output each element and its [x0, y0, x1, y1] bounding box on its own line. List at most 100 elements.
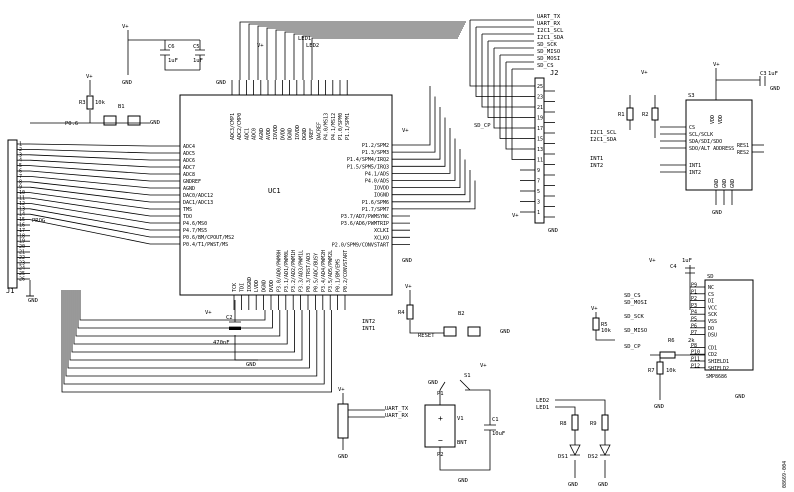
j2-pin-number: 23 [537, 95, 543, 101]
j1-route-wire [29, 143, 151, 147]
v1-ref: V1 [457, 416, 464, 422]
led1-gnd: GND [568, 482, 578, 488]
uc1-top-pin-label: IOVDD [273, 125, 279, 140]
r4-vplus: V+ [405, 284, 412, 290]
r7-value: 10k [666, 368, 677, 374]
c4-value: 1uF [682, 258, 692, 264]
uc1-top-pin-label: VREF [309, 128, 315, 140]
s3-left-pin-label: CS [689, 125, 695, 131]
uc1-left-pin-label: DAC1/ADC13 [183, 200, 213, 206]
uc1-bottom-pin-label: P3.3/AD3/PWM1L [299, 250, 305, 292]
r3-wires [30, 80, 150, 124]
sd-pin-label: SHIELD2 [708, 366, 729, 372]
uart-header [337, 403, 349, 439]
s3-power-wires [715, 68, 761, 100]
decoupling-wires [127, 30, 201, 75]
uc1-bottom-pin-label: TCK [232, 283, 238, 292]
s1-vplus: V+ [480, 363, 487, 369]
c56-gnd: GND [122, 80, 132, 86]
j1-route-wire [29, 219, 151, 245]
j2-gnd: GND [548, 228, 558, 234]
j1-pin-number: 12 [19, 201, 25, 207]
c2-wires [234, 300, 258, 361]
uc-right-route-wire [410, 96, 436, 153]
j1-route-wire [29, 170, 151, 182]
sd-pin-number: P9 [691, 283, 697, 289]
j2-pin-number: 15 [537, 137, 543, 143]
sd-socket-body [704, 279, 754, 371]
j1-route-wire [29, 149, 151, 154]
uc1-left-pins: ADC4ADC5ADC6ADC7ADC8GNDREFAGNDDAC0/ADC12… [150, 144, 234, 248]
uc-right-route-wire [410, 138, 456, 181]
uc1-left-pin-label: ADC5 [183, 151, 195, 157]
uc1-bottom-pin-label: IOGND [247, 277, 253, 292]
uc1-top-pin-label: DGND [302, 128, 308, 140]
uc1-bottom-pin-label: P3.5/AD5/PWM2L [328, 250, 334, 292]
uc-top-bus-wire [311, 37, 458, 80]
led-diodes [569, 444, 611, 456]
bus-drop-wire [469, 20, 520, 87]
uc-bottom-route-wire [69, 290, 303, 361]
sd-pin-label: VCC [708, 305, 717, 311]
c2-polarized-plate [229, 327, 241, 330]
uc-top-bus-wire [239, 21, 466, 80]
led-wires [555, 399, 606, 478]
j1-label: J1 [6, 287, 14, 295]
j1-route-wire [29, 208, 151, 231]
s3-bottom-pin-label: GND [722, 179, 728, 188]
uc1-right-pin-label: P4.0/ADS [365, 179, 389, 185]
uc1-right-pin-label: IOGND [374, 193, 389, 199]
sd-pin-number: P10 [691, 350, 700, 356]
r1-r2-wires [629, 95, 656, 138]
s1-ref: S1 [464, 373, 471, 379]
net-p06-label: P0.6 [65, 121, 78, 127]
sd-pin-label: SCK [708, 312, 717, 318]
j2-pin-number: 7 [537, 179, 540, 185]
j2-connector-body [534, 77, 545, 224]
uc1-left-pin-label: TDO [183, 214, 192, 220]
sd-pin-number: P6 [691, 323, 697, 329]
sd-pin-label: CD2 [708, 352, 717, 358]
bnt-label: BNT [457, 440, 468, 446]
uc1-right-pin-label: IOVDD [374, 186, 389, 192]
sd-pin-number: P12 [691, 363, 700, 369]
sd-pin-number: P8 [691, 343, 697, 349]
uc-top-bus-wire [275, 29, 462, 80]
c2-plates [229, 321, 241, 328]
sd-pin-number: P4 [691, 310, 697, 316]
b2-switch-left [443, 326, 457, 337]
sd-pin-label: CS [708, 292, 714, 298]
c4-wires [685, 265, 695, 310]
s3-bottom-pin-label: GND [714, 179, 720, 188]
s3-left-pin-label: INT1 [689, 163, 701, 169]
uc1-left-pin-label: TMS [183, 207, 192, 213]
net-sd-cp-uc: SD_CP [474, 123, 491, 129]
s3-gnd: GND [712, 210, 722, 216]
net-int2-uc: INT2 [362, 319, 375, 325]
bus-drop-wire [481, 34, 520, 108]
c5-value: 1uF [193, 58, 203, 64]
uc-right-vplus: V+ [402, 128, 409, 134]
j1-pin-number: 22 [19, 255, 25, 261]
j1-pin-number: 10 [19, 190, 25, 196]
j1-pin-number: 7 [19, 174, 22, 180]
sd-gnd: GND [735, 394, 745, 400]
r2-ref: R2 [642, 112, 649, 118]
uc-right-route-wire [410, 180, 476, 210]
uc1-right-pin-label: P1.6/SPM6 [362, 200, 389, 206]
uc-right-gnd: GND [402, 258, 412, 264]
c1-plates [484, 424, 496, 431]
net-uart-rx-top: UART_RX [537, 21, 561, 27]
j1-pin-number: 9 [19, 185, 22, 191]
uc1-left-pin-label: DAC0/ADC12 [183, 193, 213, 199]
uc-top-bus-wire [284, 31, 461, 80]
j1-pin-number: 6 [19, 169, 22, 175]
uc-bottom-route-wire [63, 290, 325, 385]
bus-drop-wire [475, 27, 520, 97]
uc1-right-pin-label: P3.6/AD6/PWMTRIP [341, 221, 389, 227]
uc-bottom-route-wire [73, 290, 288, 345]
uc1-top-pin-label: DACREF [316, 122, 322, 140]
c6-value: 1uF [168, 58, 178, 64]
uc1-top-pin-label: DGND [288, 128, 294, 140]
uc-bottom-route-wire [75, 290, 281, 337]
